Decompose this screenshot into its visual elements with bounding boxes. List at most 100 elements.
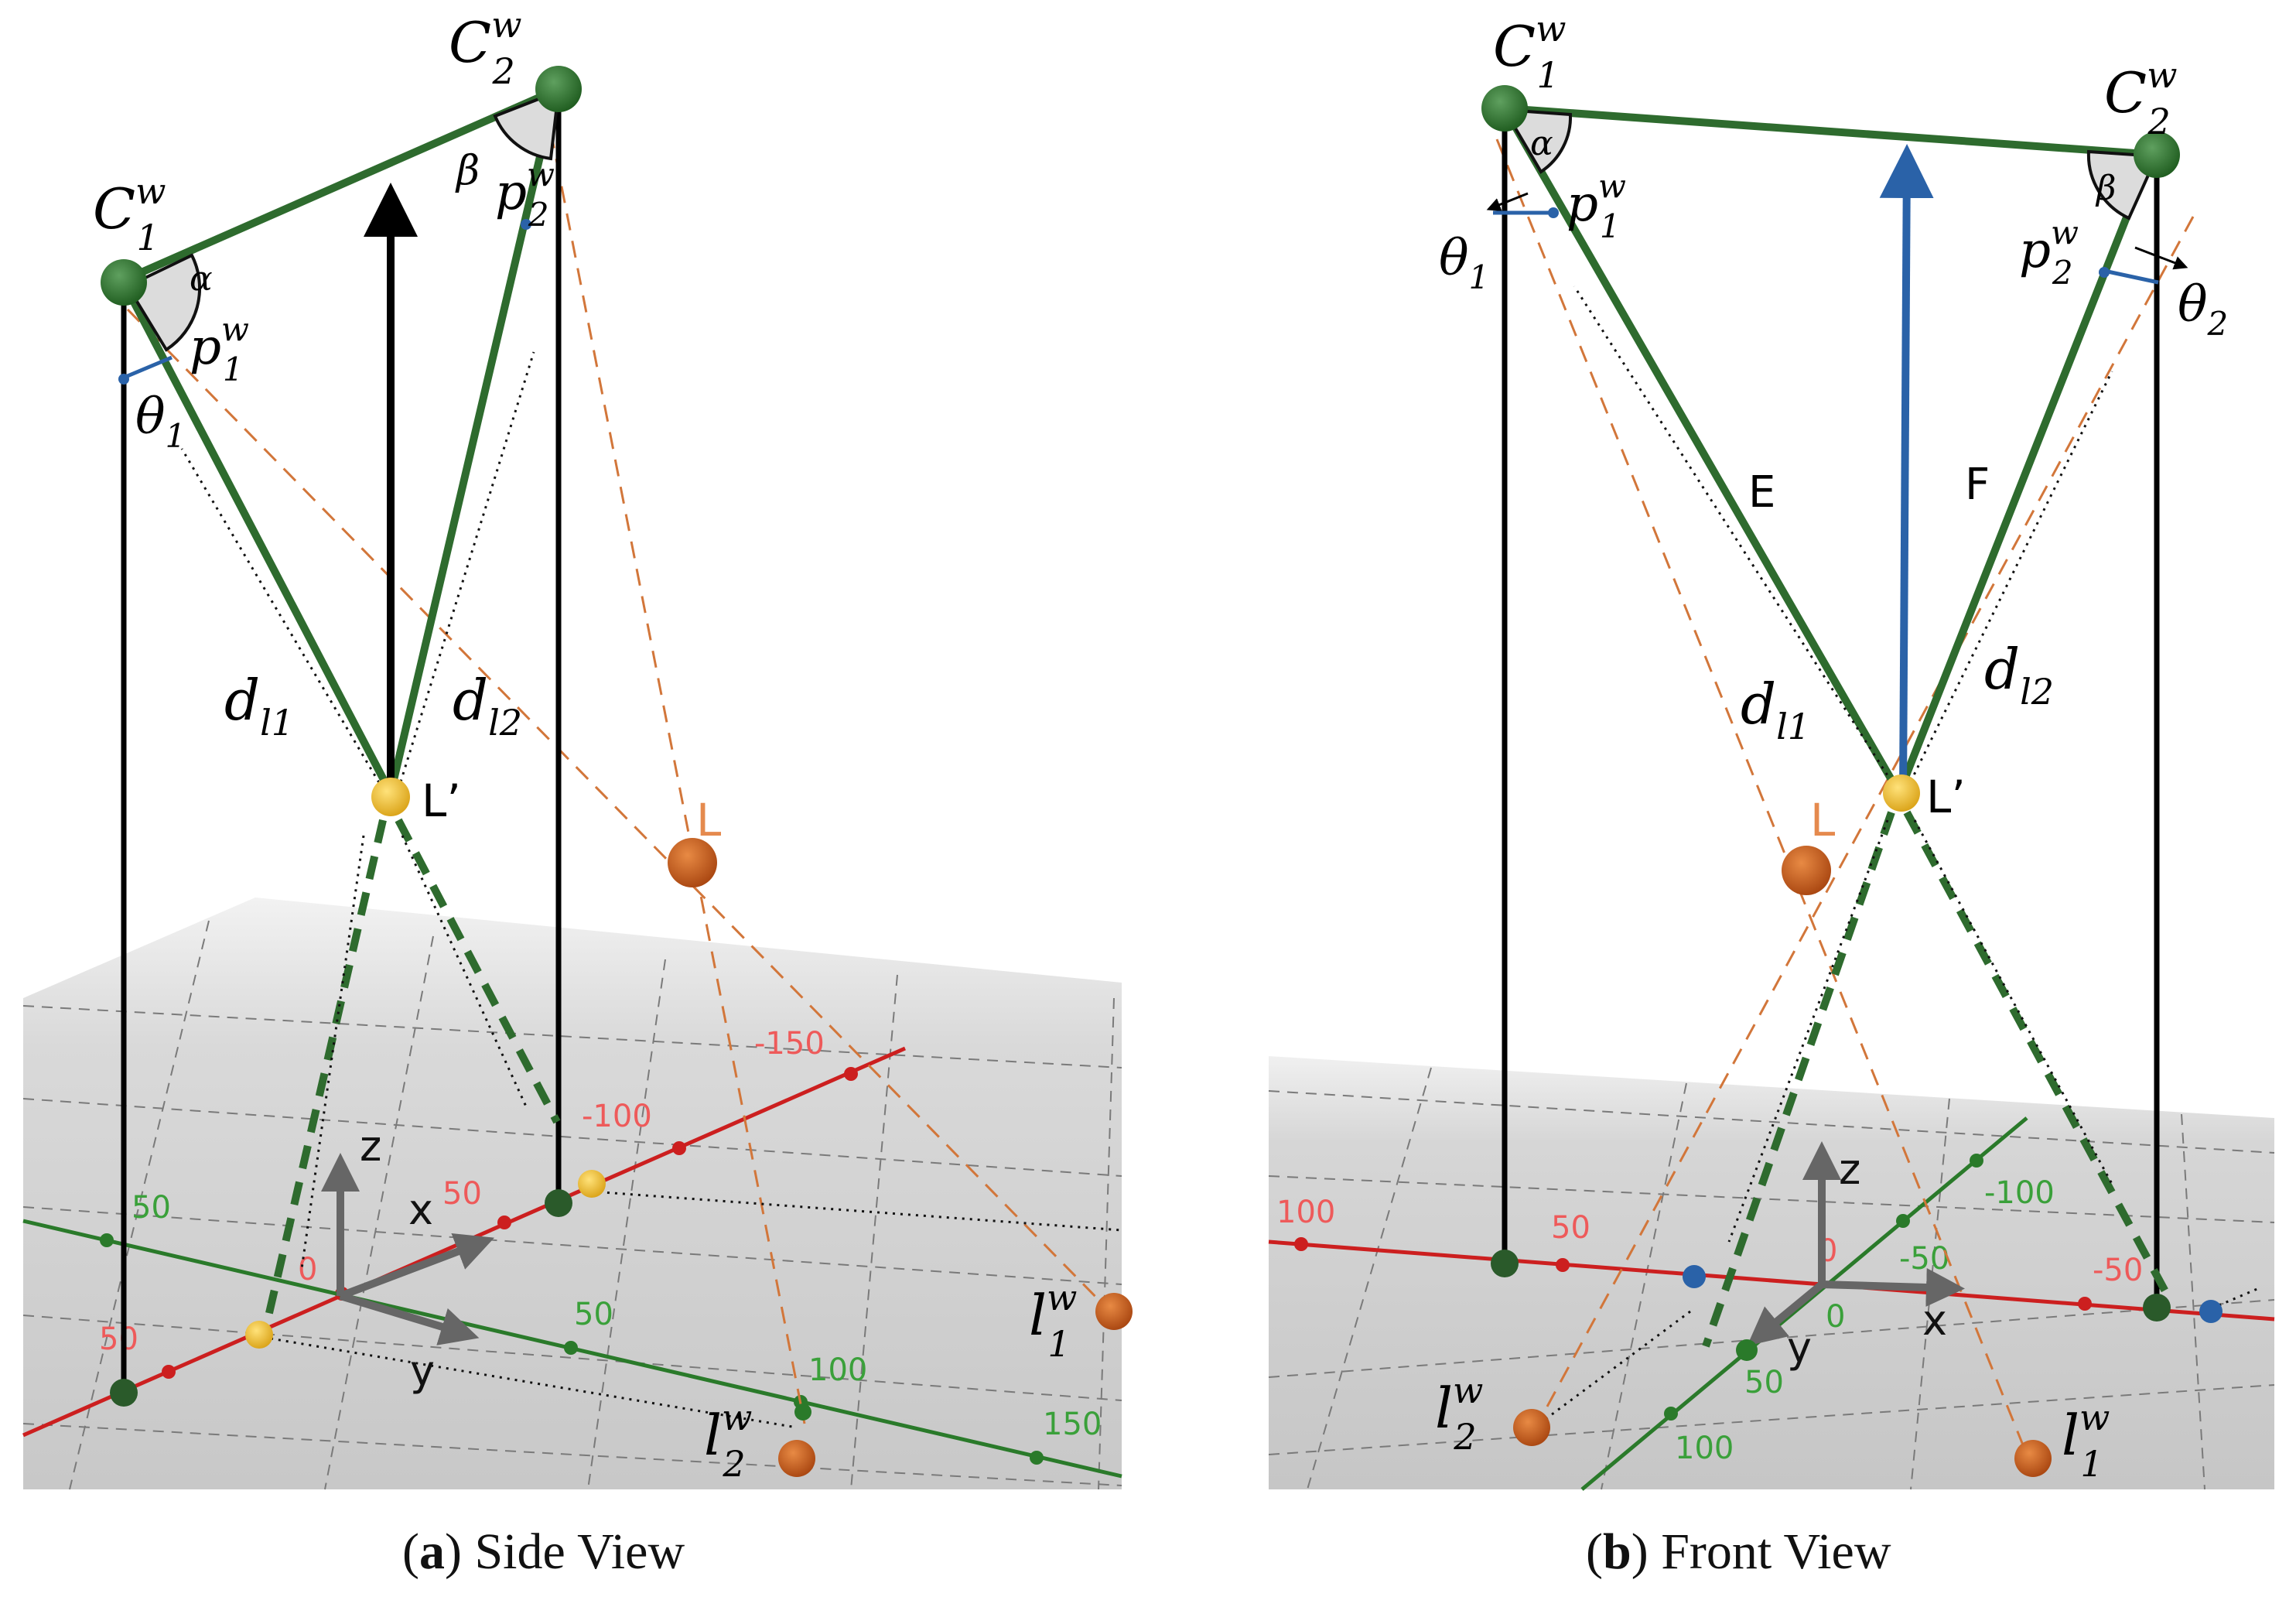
green-tick-label: 50 xyxy=(132,1190,171,1226)
red-axis-ticks xyxy=(1294,1237,2092,1311)
green-tick-label: -100 xyxy=(1984,1175,2055,1211)
green-dashed-beams xyxy=(263,818,561,1325)
pole-base-c1 xyxy=(110,1379,138,1407)
green-tick-label: 100 xyxy=(808,1352,867,1388)
z-axis-label: z xyxy=(1839,1145,1860,1194)
z-axis-label: z xyxy=(360,1122,381,1171)
floor-point-l1 xyxy=(2014,1440,2052,1477)
red-tick-label: -100 xyxy=(582,1099,652,1134)
green-tick-label: 0 xyxy=(1826,1299,1845,1335)
label-l-prime: L’ xyxy=(422,774,461,827)
p1-point xyxy=(1548,207,1559,218)
floor-point-l2 xyxy=(778,1440,815,1477)
red-tick-label: 50 xyxy=(442,1176,482,1212)
caption-letter: a xyxy=(419,1523,445,1580)
orange-dashed-rays xyxy=(1495,138,2195,1455)
label-dl1: dl1 xyxy=(224,668,294,744)
label-dl2: dl2 xyxy=(1984,637,2054,713)
pole-base-c1 xyxy=(1491,1250,1519,1277)
theta1-arrow xyxy=(1486,192,1529,212)
p2-point xyxy=(521,219,531,230)
p1-point xyxy=(118,374,129,385)
y-axis-label: y xyxy=(1787,1323,1812,1372)
p2-point xyxy=(2099,267,2110,278)
floor-plane xyxy=(1269,1056,2274,1489)
green-tick-label: 100 xyxy=(1675,1431,1734,1466)
floor-point-l2 xyxy=(1513,1409,1550,1446)
alpha-angle-wedge xyxy=(1502,108,1573,174)
label-l-prime: L’ xyxy=(1926,771,1966,823)
camera-c1-ball xyxy=(1481,85,1528,132)
green-axis-point xyxy=(1736,1339,1758,1361)
panel-front-view: 100 50 0 -50 -100 -50 0 50 100 xyxy=(1253,0,2296,1520)
p1-tick xyxy=(123,355,173,380)
label-l: L xyxy=(1810,794,1835,846)
center-vector-arrow xyxy=(1879,144,1934,794)
floor-grid xyxy=(1268,1067,2275,1490)
point-l-prime xyxy=(1883,774,1920,812)
label-beta: β xyxy=(455,148,480,194)
label-theta2: θ2 xyxy=(2178,276,2228,343)
floor-point-l1 xyxy=(1095,1293,1133,1330)
front-view-figure: 100 50 0 -50 -100 -50 0 50 100 xyxy=(1268,8,2275,1491)
green-tick-label: 50 xyxy=(574,1297,613,1332)
caption-front-view: (b) Front View xyxy=(1586,1523,1891,1580)
label-theta1: θ1 xyxy=(135,388,186,455)
p2-tick xyxy=(2103,268,2159,285)
xyz-axes-gizmo xyxy=(1747,1141,1965,1346)
point-l xyxy=(668,838,717,887)
panel-side-view: -150 -100 50 0 50 50 50 100 150 xyxy=(0,0,1137,1520)
camera-c2-ball xyxy=(535,66,582,112)
red-tick-label: -50 xyxy=(2093,1253,2143,1288)
red-tick-label: -150 xyxy=(754,1026,825,1062)
label-dl2: dl2 xyxy=(453,668,522,744)
point-l xyxy=(1782,846,1831,895)
projection-blue-2 xyxy=(2199,1300,2223,1323)
projection-blue-1 xyxy=(1683,1265,1706,1288)
label-f: F xyxy=(1965,460,1990,510)
label-l: L xyxy=(696,794,721,846)
green-beams xyxy=(120,85,562,797)
green-tick-label: 50 xyxy=(1744,1365,1784,1400)
caption-text: Side View xyxy=(474,1523,685,1580)
green-tick-label: 150 xyxy=(1043,1407,1102,1442)
green-tick-label: -50 xyxy=(1899,1241,1949,1277)
label-e: E xyxy=(1748,467,1775,518)
y-axis-label: y xyxy=(410,1346,435,1395)
red-tick-label: 100 xyxy=(1276,1195,1335,1230)
orange-dashed-rays xyxy=(126,131,1108,1424)
caption-letter: b xyxy=(1602,1523,1631,1580)
side-view-figure: -150 -100 50 0 50 50 50 100 150 xyxy=(22,4,1133,1490)
x-axis-label: x xyxy=(1922,1296,1947,1345)
caption-text: Front View xyxy=(1661,1523,1891,1580)
l2-ground-tick xyxy=(794,1404,811,1421)
green-dashed-beams xyxy=(1702,810,2174,1348)
caption-side-view: (a) Side View xyxy=(402,1523,685,1580)
green-axis-ticks xyxy=(100,1233,1044,1465)
pole-base-c2 xyxy=(2143,1294,2171,1322)
label-alpha: α xyxy=(190,259,213,299)
x-axis-label: x xyxy=(408,1185,433,1234)
distance-dotted-lines xyxy=(180,351,1122,1429)
red-tick-label: 0 xyxy=(298,1252,317,1287)
red-axis xyxy=(1268,1239,2275,1322)
theta2-arrow xyxy=(2134,246,2188,270)
label-dl1: dl1 xyxy=(1741,672,1810,747)
label-theta1: θ1 xyxy=(1439,230,1489,296)
red-tick-label: 50 xyxy=(1551,1210,1590,1246)
label-beta: β xyxy=(2095,169,2116,208)
beta-angle-wedge xyxy=(493,88,561,161)
label-alpha: α xyxy=(1530,124,1553,163)
red-tick-label: 50 xyxy=(99,1322,138,1357)
